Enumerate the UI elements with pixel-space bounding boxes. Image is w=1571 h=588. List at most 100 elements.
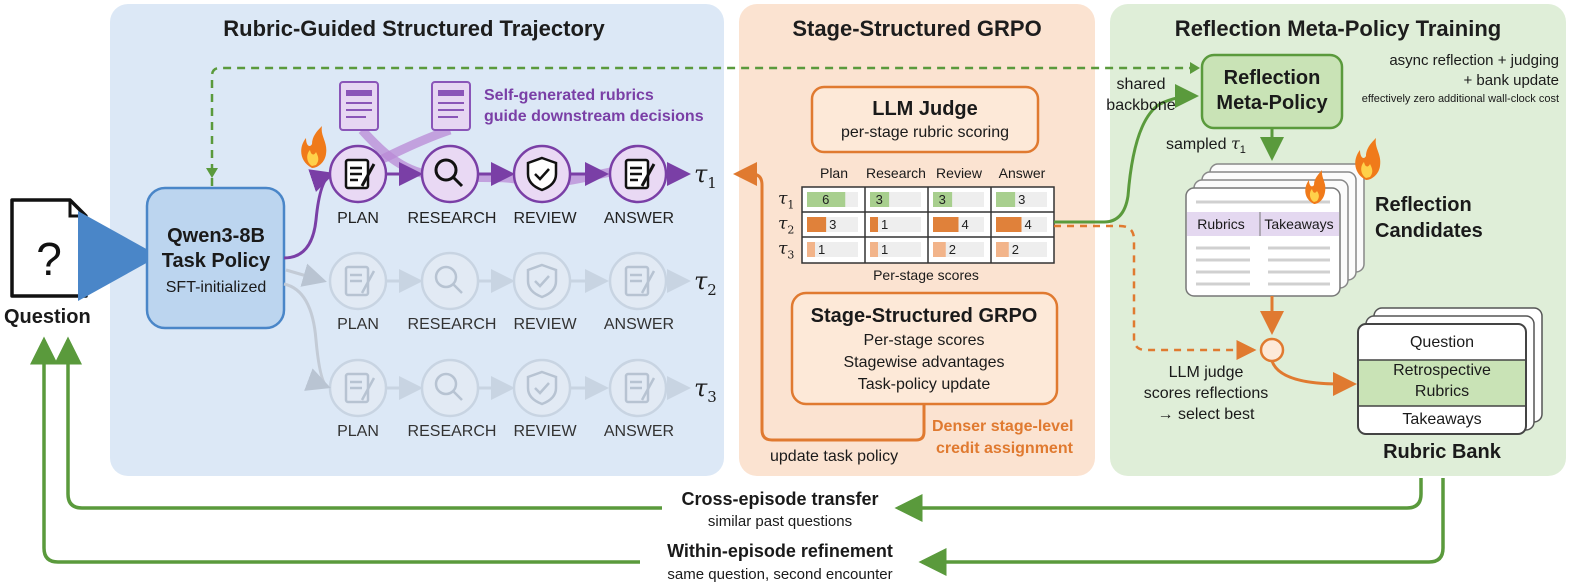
score-row-label-2: τ2 (778, 214, 795, 237)
update-policy-arrow (733, 162, 926, 442)
score-value: 3 (938, 192, 946, 207)
stage-label-research-1: RESEARCH (407, 210, 497, 227)
stage-label-review-2: REVIEW (513, 316, 577, 333)
score-bar (807, 217, 827, 232)
trajectory-panel-title: Rubric-Guided Structured Trajectory (223, 16, 605, 41)
bank-row-question: Question (1409, 334, 1475, 351)
meta-policy-line2: Meta-Policy (1216, 92, 1328, 114)
rubric-bank-label: Rubric Bank (1383, 441, 1501, 463)
rubric-document-icon-1 (339, 81, 379, 131)
within-episode-subtitle: same question, second encounter (667, 566, 893, 583)
judge-select-line1: LLM judge (1168, 364, 1244, 381)
credit-assignment-line1: Denser stage-level (932, 418, 1074, 435)
branch-arrow-3 (283, 282, 331, 391)
fire-icon-candidates (1305, 138, 1381, 204)
score-value: 2 (1011, 242, 1019, 257)
judge-select-line2: scores reflections (1143, 385, 1269, 402)
score-header-answer: Answer (998, 165, 1046, 181)
score-value: 1 (881, 217, 889, 232)
within-episode-arrow-right (918, 478, 1445, 576)
rubric-document-icon-2 (431, 81, 471, 131)
review-icon (526, 156, 558, 192)
update-policy-label: update task policy (770, 448, 899, 465)
shared-backbone-line2: backbone (1106, 97, 1176, 114)
sampled-trajectory-arrow (1054, 84, 1199, 224)
cross-episode-subtitle: similar past questions (707, 513, 853, 530)
candidates-col-rubrics: Rubrics (1197, 216, 1245, 232)
bank-row-retrospective: Retrospective (1393, 362, 1491, 379)
trajectory-1-row (328, 144, 691, 204)
score-value: 2 (948, 242, 956, 257)
score-value: 1 (881, 242, 889, 257)
stage-label-review-1: REVIEW (513, 210, 577, 227)
candidates-label-line1: Reflection (1375, 194, 1472, 216)
task-policy-line1: Qwen3-8B (167, 225, 265, 247)
judge-select-line3: → select best (1157, 406, 1255, 423)
score-row-label-3: τ3 (778, 239, 795, 262)
score-bar (996, 242, 1009, 257)
score-bar (996, 217, 1022, 232)
credit-assignment-line2: credit assignment (936, 440, 1073, 457)
llm-judge-box (810, 85, 1040, 154)
task-policy-line2: Task Policy (161, 250, 271, 272)
reflection-candidates-stack (1185, 163, 1365, 297)
score-row-label-1: τ1 (778, 189, 795, 212)
async-note-line1: async reflection + judging (1389, 52, 1559, 69)
research-icon (434, 158, 464, 188)
score-value: 6 (822, 192, 830, 207)
stage-label-answer-2: ANSWER (603, 316, 675, 333)
rubric-bank-stack (1357, 307, 1543, 435)
score-bar (933, 242, 946, 257)
sampled-trajectory-label: sampled τ1 (1166, 134, 1246, 157)
trajectory-2-row (328, 251, 691, 311)
cross-episode-title: Cross-episode transfer (681, 489, 879, 509)
answer-icon (624, 158, 656, 190)
score-value: 1 (818, 242, 826, 257)
score-bar (933, 217, 959, 232)
score-bar (807, 192, 846, 207)
score-value: 3 (829, 217, 837, 232)
score-bar (870, 242, 878, 257)
question-document-icon: ? (10, 198, 88, 298)
meta-policy-line1: Reflection (1223, 67, 1321, 89)
stage-label-plan-1: PLAN (337, 210, 379, 227)
fire-icon-plan (301, 126, 327, 168)
score-value: 3 (1018, 192, 1026, 207)
score-bar (807, 242, 815, 257)
shared-backbone-arrowhead-right (1190, 62, 1200, 74)
cross-episode-arrow-left (54, 336, 662, 510)
async-note-line2: + bank update (1463, 72, 1559, 89)
reflection-panel-title: Reflection Meta-Policy Training (1174, 16, 1502, 41)
branch-arrow-1 (283, 169, 335, 260)
score-bar (870, 217, 878, 232)
trajectory-label-1: τ1 (694, 160, 717, 192)
svg-text:?: ? (36, 233, 62, 285)
branch-arrow-2 (285, 263, 327, 287)
task-policy-line3: SFT-initialized (165, 279, 267, 296)
judge-to-bank-arrow (1270, 360, 1357, 396)
bank-row-takeaways: Takeaways (1402, 411, 1482, 428)
grpo-box-line3: Task-policy update (857, 376, 991, 393)
stage-label-plan-2: PLAN (337, 316, 379, 333)
within-episode-title: Within-episode refinement (667, 541, 893, 561)
score-bar (933, 192, 953, 207)
trajectory-label-3: τ3 (694, 374, 717, 406)
rubrics-note-line1: Self-generated rubrics (484, 87, 654, 104)
score-header-review: Review (936, 165, 982, 181)
cross-episode-arrow-right (894, 478, 1423, 522)
judge-dashed-arrow (1054, 224, 1257, 360)
stage-label-review-3: REVIEW (513, 423, 577, 440)
bank-row-rubrics: Rubrics (1414, 383, 1470, 400)
grpo-box-line2: Stagewise advantages (843, 354, 1005, 371)
within-episode-arrow-left (30, 336, 640, 564)
grpo-box-title: Stage-Structured GRPO (810, 305, 1038, 327)
score-value: 3 (875, 192, 883, 207)
score-bar (996, 192, 1016, 207)
score-value: 4 (1024, 217, 1032, 232)
grpo-panel-title: Stage-Structured GRPO (792, 16, 1042, 41)
trajectory-3-row (328, 358, 691, 418)
trajectory-label-2: τ2 (694, 267, 717, 299)
score-bar-track (870, 242, 921, 257)
